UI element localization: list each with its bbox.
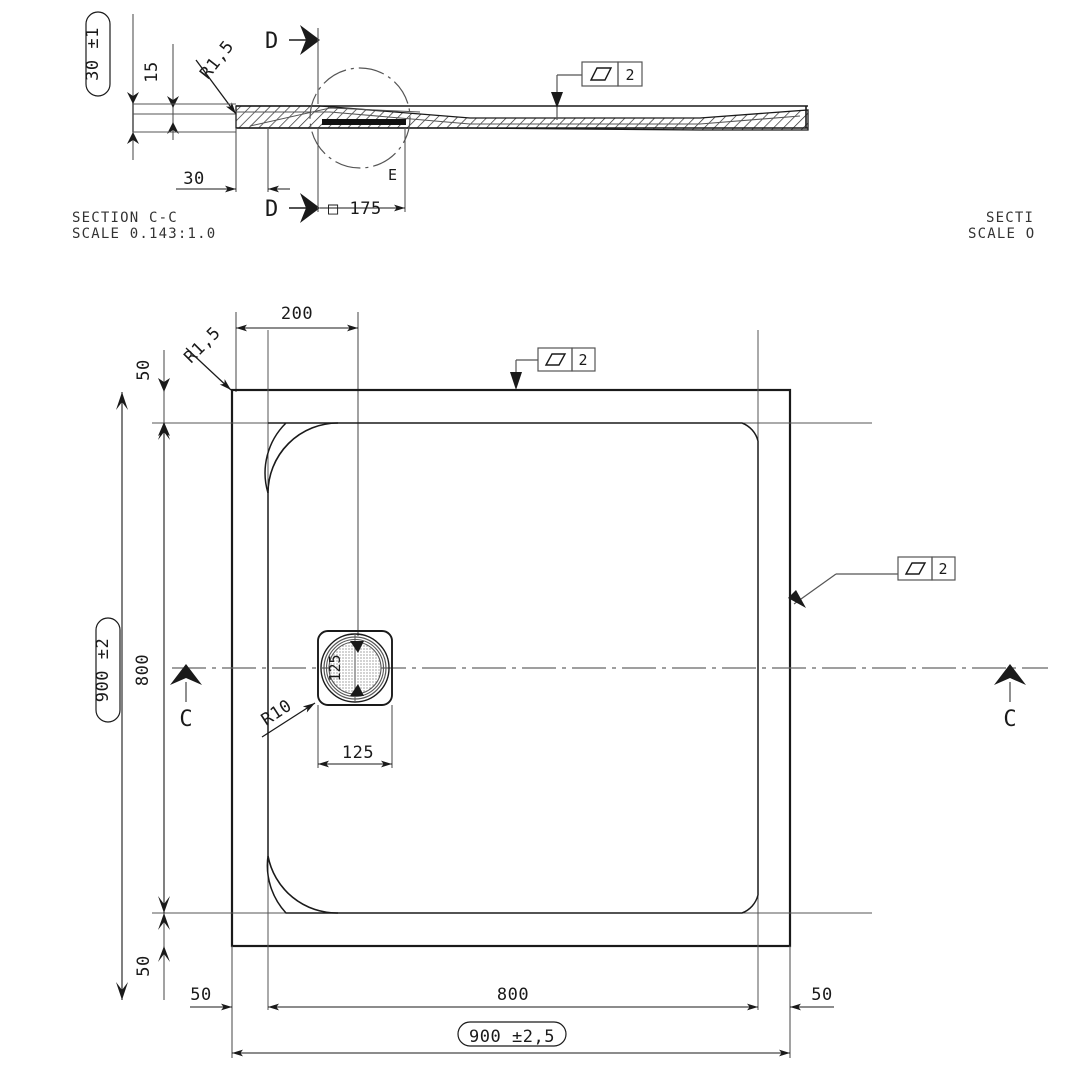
drain-insert-section — [322, 119, 406, 125]
tray-inner-basin — [264, 422, 759, 914]
section-title-clipped: SECTI SCALE O — [968, 210, 1035, 242]
section-cc-title-line2: SCALE 0.143:1.0 — [72, 226, 216, 242]
section-mark-d-bottom: D — [265, 128, 320, 223]
dim-section-edge-offset: 30 — [176, 128, 290, 193]
section-label-d-top: D — [265, 29, 278, 54]
drain-arrow-bottom — [350, 684, 364, 696]
drain-arrow-top — [350, 641, 364, 653]
gdt-callout-plan-top: 2 — [510, 347, 596, 390]
section-mark-c-left: C — [170, 664, 202, 732]
gdt-frame-symbol-section — [581, 61, 619, 87]
gdt-frame-value-plan-right — [931, 556, 956, 581]
gdt-frame-symbol-plan-right — [897, 556, 933, 581]
dim-125: 125 — [317, 705, 393, 768]
detail-label-e: E — [388, 166, 397, 184]
basin-corner-tl — [267, 422, 339, 494]
dim-chain-bottom: 50 800 50 — [190, 946, 834, 1058]
dim-overall-height: 900 ±2 — [93, 392, 128, 1000]
gdt-value-plan-right: 2 — [938, 560, 947, 578]
dim-15: 15 — [142, 61, 162, 82]
clipped-title-line2: SCALE O — [968, 226, 1035, 242]
gdt-value-plan-top: 2 — [578, 351, 587, 369]
dim-900-plusminus-2: 900 ±2 — [93, 638, 113, 702]
dim-box-900h — [457, 1021, 567, 1047]
section-label-d-bottom: D — [265, 197, 278, 222]
arrow-900v-bottom — [116, 982, 128, 1000]
dim-200-text: 200 — [281, 304, 313, 324]
parallelogram-icon — [544, 353, 567, 366]
gdt-arrow-plan-top — [510, 372, 522, 390]
section-cc-title-line1: SECTION C-C — [72, 210, 178, 226]
arrow-800v-bottom — [158, 896, 170, 913]
dim-inner-height: 800 — [133, 423, 170, 913]
dim-left-50: 50 — [190, 985, 211, 1005]
parallelogram-icon — [589, 67, 613, 81]
arrow-800v-top — [158, 423, 170, 440]
arrowhead-c-right — [994, 664, 1026, 685]
dim-r15-plan: R1,5 — [180, 323, 225, 368]
detail-circle-e: E — [309, 67, 411, 184]
dim-900-plusminus-25: 900 ±2,5 — [469, 1027, 555, 1047]
gdt-frame-value-plan-top — [571, 347, 596, 372]
arrow-h30-bottom — [127, 132, 139, 144]
arrow-15-top — [167, 96, 179, 108]
plan-view: 200 50 R1,5 — [93, 304, 1048, 1058]
dim-125-text: 125 — [342, 743, 374, 763]
gdt-arrow-plan-right — [788, 590, 806, 608]
clipped-title-line1: SECTI — [986, 210, 1034, 226]
parallelogram-icon — [904, 562, 927, 575]
dim-bottom-50-text: 50 — [134, 955, 154, 976]
leader-r15-plan: R1,5 — [180, 323, 232, 391]
drain-inner-dim: 125 — [326, 654, 344, 681]
section-cc-view: 30 ±1 15 R1,5 — [72, 11, 809, 242]
dim-800v: 800 — [133, 654, 153, 686]
gdt-arrow-section — [551, 92, 563, 108]
basin-corner-bl — [267, 855, 339, 914]
drain-assembly: 125 — [317, 630, 393, 706]
arrowhead-d-top — [300, 25, 320, 55]
arrow-15-bottom — [167, 122, 179, 134]
arrowhead-c-left — [170, 664, 202, 685]
dim-section-height-boxed: 30 ±1 — [83, 11, 111, 97]
gdt-callout-section: 2 — [551, 61, 643, 120]
detail-bubble-e — [309, 67, 411, 169]
dim-overall-width: 900 ±2,5 — [232, 1021, 790, 1057]
dim-square-175: □ 175 — [320, 128, 406, 219]
gdt-callout-plan-right: 2 — [788, 556, 956, 608]
gdt-frame-value-section — [617, 61, 643, 87]
dim-800h: 800 — [497, 985, 529, 1005]
section-inner-slope — [236, 111, 801, 125]
section-label-c-left: C — [179, 707, 192, 732]
dim-175: □ 175 — [328, 199, 382, 219]
dim-30-plusminus-1: 30 ±1 — [83, 27, 103, 81]
dim-30: 30 — [183, 169, 204, 189]
arrowhead-d-bottom — [300, 193, 320, 223]
arrow-top-50-a — [158, 378, 170, 392]
section-ramp-line — [249, 107, 421, 127]
leader-r10: R10 — [258, 696, 316, 738]
section-label-c-right: C — [1003, 707, 1016, 732]
arrow-900v-top — [116, 392, 128, 410]
leader-r15-section: R1,5 — [195, 37, 238, 115]
section-mark-d-top: D — [265, 25, 320, 104]
dim-r15-section: R1,5 — [196, 37, 238, 83]
dim-section-inner-height: 15 — [142, 44, 179, 140]
dim-bottom-50: 50 — [134, 913, 170, 1000]
drain-square-outline — [317, 630, 393, 706]
section-mark-c-right: C — [994, 664, 1026, 732]
dim-r10: R10 — [258, 696, 296, 730]
arrow-bottom-50-a — [158, 913, 170, 930]
arrow-h30-top — [127, 92, 139, 104]
gdt-frame-symbol-plan-top — [537, 347, 573, 372]
arrow-bottom-50-b — [158, 946, 170, 962]
dim-200: 200 — [235, 304, 359, 636]
dim-box-900v — [95, 617, 121, 723]
section-cc-title: SECTION C-C SCALE 0.143:1.0 — [72, 210, 216, 242]
dim-right-50: 50 — [811, 985, 832, 1005]
section-profile — [133, 103, 809, 133]
gdt-value-section: 2 — [625, 66, 634, 84]
dim-top-50-text: 50 — [134, 359, 154, 380]
